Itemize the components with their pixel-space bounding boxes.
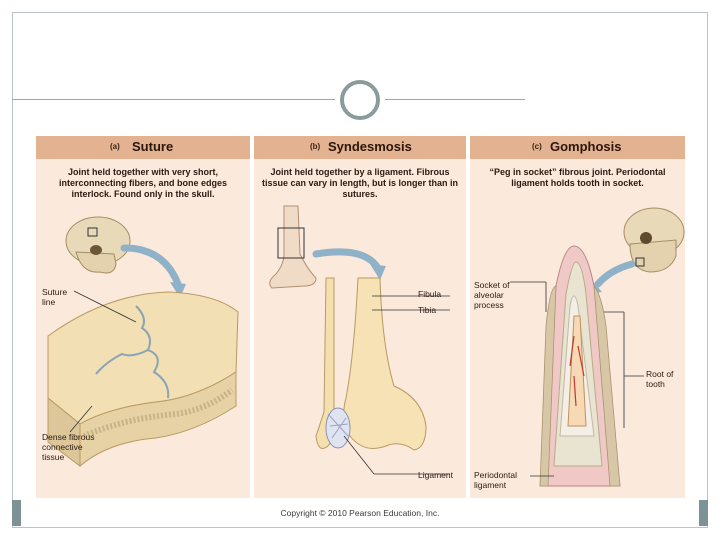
panel-description: “Peg in socket” fibrous joint. Periodont… — [489, 167, 666, 188]
leg-foot-icon — [269, 205, 317, 289]
title-rule-left — [12, 99, 335, 100]
panel-title: Syndesmosis — [328, 139, 412, 154]
panel-letter: (b) — [310, 142, 321, 151]
right-corner-bar — [699, 500, 708, 526]
leader-line — [73, 290, 137, 323]
panel-gomphosis: (c) Gomphosis “Peg in socket” fibrous jo… — [470, 136, 685, 498]
panel-header: (c) Gomphosis — [470, 136, 685, 159]
label-socket-alveolar-process: Socket of alveolar process — [474, 280, 510, 310]
label-tibia: Tibia — [418, 305, 437, 315]
label-periodontal-ligament: Periodontal ligament — [474, 470, 518, 490]
panel-suture: (a) Suture Joint held together with very… — [36, 136, 250, 498]
skull-icon — [65, 216, 131, 274]
arrow-icon — [594, 260, 636, 288]
bone-block — [47, 291, 239, 468]
slide-frame — [12, 12, 708, 528]
label-ligament: Ligament — [418, 470, 453, 480]
label-dense-fibrous-tissue: Dense fibrous connective tissue — [42, 432, 95, 462]
label-fibula: Fibula — [418, 289, 442, 299]
left-corner-bar — [12, 500, 21, 526]
gomphosis-illustration — [510, 207, 685, 487]
copyright-notice: Copyright © 2010 Pearson Education, Inc. — [280, 508, 440, 518]
label-root-of-tooth: Root of tooth — [646, 369, 674, 389]
panel-description: Joint held together by a ligament. Fibro… — [261, 167, 459, 199]
syndesmosis-illustration — [269, 205, 450, 475]
panel-header: (b) Syndesmosis — [254, 136, 466, 159]
tooth-in-socket — [539, 245, 621, 487]
arrow-head-icon — [170, 282, 186, 298]
panel-syndesmosis: (b) Syndesmosis Joint held together by a… — [254, 136, 466, 498]
arrow-head-icon — [370, 264, 386, 280]
panel-header: (a) Suture — [36, 136, 250, 159]
title-rule-right — [385, 99, 525, 100]
leader-line — [69, 405, 93, 433]
leader-line — [343, 435, 375, 475]
panel-title: Gomphosis — [550, 139, 622, 154]
suture-illustration — [47, 216, 239, 468]
panel-letter: (a) — [110, 142, 120, 151]
arrow-icon — [312, 248, 382, 272]
fibrous-joints-figure: (a) Suture Joint held together with very… — [36, 136, 685, 498]
panel-title: Suture — [132, 139, 174, 154]
skull-icon — [623, 207, 685, 273]
tibia-fibula-bones — [315, 277, 427, 451]
arrow-icon — [120, 244, 182, 288]
label-suture-line: Suture line — [42, 287, 68, 307]
panel-description: Joint held together with very short, int… — [58, 167, 228, 199]
title-ornament-ring — [340, 80, 380, 120]
panel-letter: (c) — [532, 142, 542, 151]
